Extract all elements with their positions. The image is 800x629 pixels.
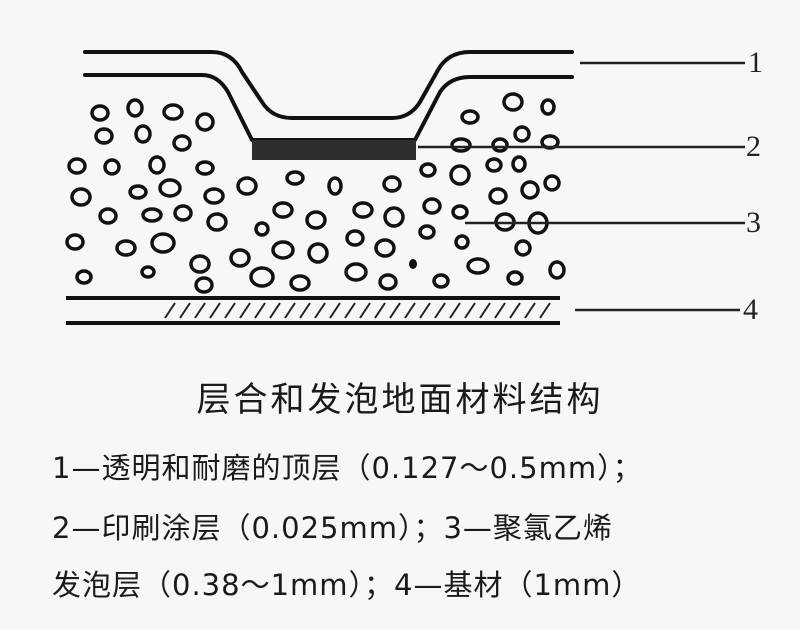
legend-line-3: 发泡层（0.38～1mm）；4—基材（1mm） [52, 568, 642, 602]
top-layer-outer-line [83, 50, 574, 120]
substrate-layer [66, 296, 560, 325]
top-layer-inner-line [83, 73, 574, 142]
legend-line-2: 2—印刷涂层（0.025mm）；3—聚氯乙烯 [52, 511, 613, 545]
label-1: 1 [748, 46, 763, 79]
figure-title: 层合和发泡地面材料结构 [196, 380, 604, 420]
legend-line-1: 1—透明和耐磨的顶层（0.127～0.5mm）； [52, 451, 643, 485]
label-4: 4 [743, 293, 758, 326]
label-2: 2 [746, 130, 761, 163]
print-layer [252, 140, 416, 160]
label-3: 3 [746, 206, 761, 239]
foam-bubbles [65, 92, 566, 294]
leader-lines [418, 61, 745, 312]
laminated-foam-floor-structure-diagram [65, 50, 745, 325]
